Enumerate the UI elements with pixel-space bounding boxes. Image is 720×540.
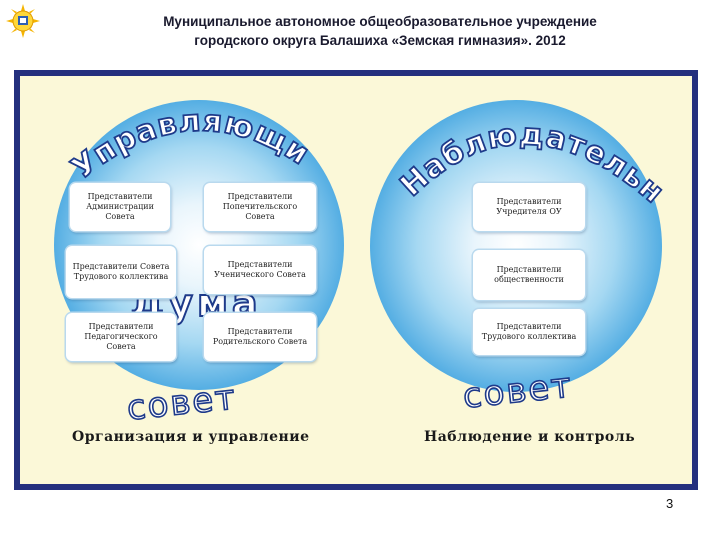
left-sovet-word: совет: [125, 377, 239, 428]
right-sovet-word: совет: [461, 365, 575, 416]
left-caption: Организация и управление: [72, 429, 310, 445]
admin-representatives-box: Представители Администрации Совета: [70, 183, 170, 231]
pedagogical-council-representatives-box: Представители Педагогического Совета: [66, 313, 176, 361]
founder-representatives-box: Представители Учредителя ОУ: [473, 183, 585, 231]
parent-council-representatives-box: Представители Родительского Совета: [204, 313, 316, 361]
header-line-1: Муниципальное автономное общеобразовател…: [163, 14, 597, 29]
page-header: Муниципальное автономное общеобразовател…: [60, 12, 700, 50]
header-line-2: городского округа Балашиха «Земская гимн…: [194, 33, 566, 48]
managing-arc-word: Управляющий: [0, 0, 316, 186]
page-number: 3: [666, 496, 674, 511]
right-caption: Наблюдение и контроль: [424, 429, 636, 445]
student-council-representatives-box: Представители Ученического Совета: [204, 246, 316, 294]
school-emblem-logo: [6, 4, 40, 38]
right-labor-collective-representatives-box: Представители Трудового коллектива: [473, 309, 585, 355]
labor-collective-representatives-box: Представители Совета Трудового коллектив…: [66, 246, 176, 298]
public-representatives-box: Представители общественности: [473, 250, 585, 300]
supervisory-arc-word: Наблюдательный: [0, 0, 671, 211]
trustees-representatives-box: Представители Попечительского Совета: [204, 183, 316, 231]
